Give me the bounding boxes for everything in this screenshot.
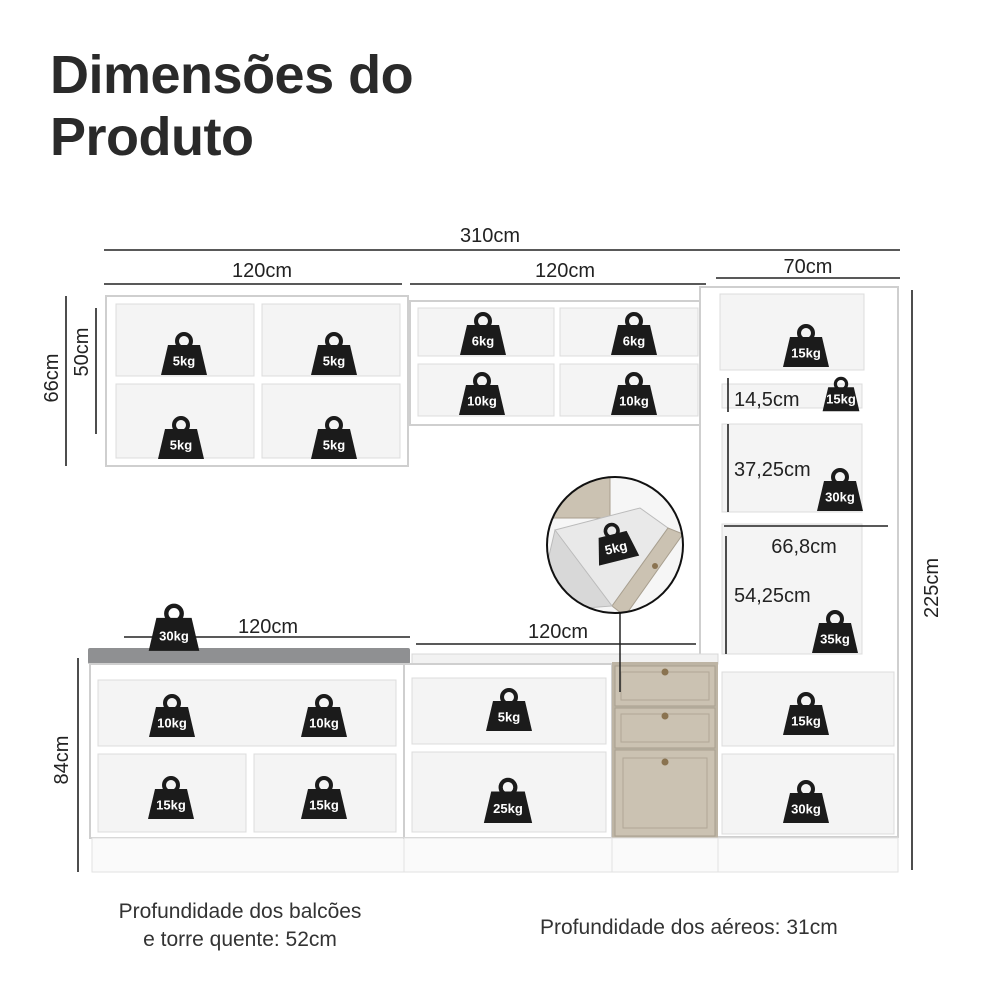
dim-upper-left-width: 120cm	[232, 260, 292, 282]
depth-upper-note: Profundidade dos aéreos: 31cm	[540, 916, 838, 939]
weight-label: 5kg	[323, 353, 345, 368]
weight-icon-bm-2: 25kg	[483, 777, 533, 823]
dim-upper-niche-height: 50cm	[71, 328, 93, 377]
depth-base-line-2: e torre quente: 52cm	[143, 928, 337, 951]
weight-icon-bl-2: 10kg	[301, 694, 347, 737]
weight-label: 5kg	[603, 538, 628, 558]
weight-icon-bl-1: 10kg	[149, 694, 195, 737]
upper-left-cabinet	[105, 295, 409, 467]
weight-icon-bl-4: 15kg	[301, 776, 347, 819]
dim-counter-left-width: 120cm	[238, 616, 298, 638]
weight-icon-ul-4: 5kg	[311, 416, 357, 459]
title-line-2: Produto	[50, 107, 254, 167]
dim-tower-width: 70cm	[784, 256, 833, 278]
weight-label: 30kg	[159, 628, 189, 643]
weight-icon-um-1: 6kg	[460, 312, 506, 355]
weight-icon-ul-2: 5kg	[311, 332, 357, 375]
weight-icon-um-3: 10kg	[459, 372, 505, 415]
weight-label: 25kg	[493, 801, 523, 816]
dimension-lines	[65, 249, 913, 872]
drawer-detail-callout	[546, 476, 684, 692]
dim-base-height: 84cm	[51, 736, 73, 785]
dim-niche-small: 14,5cm	[734, 389, 800, 411]
weight-label: 15kg	[156, 797, 186, 812]
dim-total-width: 310cm	[460, 225, 520, 247]
weight-icon-t-2: 15kg	[822, 376, 860, 412]
weight-icon-t-1: 15kg	[783, 324, 829, 367]
dim-counter-middle-width: 120cm	[528, 621, 588, 643]
base-middle-cabinet	[403, 663, 613, 873]
weight-label: 5kg	[173, 353, 195, 368]
dim-upper-total-height: 66cm	[41, 354, 63, 403]
upper-middle-cabinet	[409, 300, 707, 426]
weight-label: 6kg	[472, 333, 494, 348]
weight-icon-um-2: 6kg	[611, 312, 657, 355]
weight-label: 6kg	[623, 333, 645, 348]
base-left-cabinet	[89, 663, 405, 873]
weight-label: 10kg	[157, 715, 187, 730]
weight-label: 30kg	[825, 489, 855, 504]
weight-icon-t-3: 30kg	[817, 468, 863, 511]
weight-label: 15kg	[826, 392, 856, 407]
weight-label: 30kg	[791, 801, 821, 816]
dim-upper-middle-width: 120cm	[535, 260, 595, 282]
countertop	[88, 648, 410, 664]
weight-icon-bl-3: 15kg	[148, 776, 194, 819]
weight-label: 10kg	[309, 715, 339, 730]
dim-tower-inner-width: 66,8cm	[771, 536, 837, 558]
weight-icon-countertop: 30kg	[148, 603, 200, 651]
weight-label: 5kg	[170, 437, 192, 452]
weight-icon-t-6: 30kg	[783, 780, 829, 823]
weight-icon-um-4: 10kg	[611, 372, 657, 415]
weight-label: 15kg	[791, 713, 821, 728]
weight-icon-t-5: 15kg	[783, 692, 829, 735]
weight-icon-bm-1: 5kg	[486, 688, 532, 731]
weight-label: 15kg	[791, 345, 821, 360]
depth-base-line-1: Profundidade dos balcões	[118, 900, 362, 923]
drawer-unit	[611, 662, 719, 873]
weight-label: 5kg	[498, 709, 520, 724]
weight-label: 10kg	[619, 393, 649, 408]
title-line-1: Dimensões do	[50, 45, 414, 105]
weight-icon-t-4: 35kg	[812, 610, 858, 653]
dim-niche-oven: 37,25cm	[734, 459, 811, 481]
weight-label: 35kg	[820, 631, 850, 646]
weight-icon-drawer: 5kg	[598, 522, 640, 566]
weight-icons: 5kg 5kg 5kg 5kg 6kg 6kg 10kg 10kg 15kg 15kg 30kg 35…	[148, 312, 863, 823]
page-title: Dimensões do Produto	[50, 44, 414, 168]
depth-base-note: Profundidade dos balcões e torre quente:…	[60, 898, 420, 954]
weight-label: 15kg	[309, 797, 339, 812]
dim-tower-height: 225cm	[921, 558, 943, 618]
weight-icon-ul-3: 5kg	[158, 416, 204, 459]
weight-label: 10kg	[467, 393, 497, 408]
weight-icon-ul-1: 5kg	[161, 332, 207, 375]
dim-niche-large: 54,25cm	[734, 585, 811, 607]
weight-label: 5kg	[323, 437, 345, 452]
